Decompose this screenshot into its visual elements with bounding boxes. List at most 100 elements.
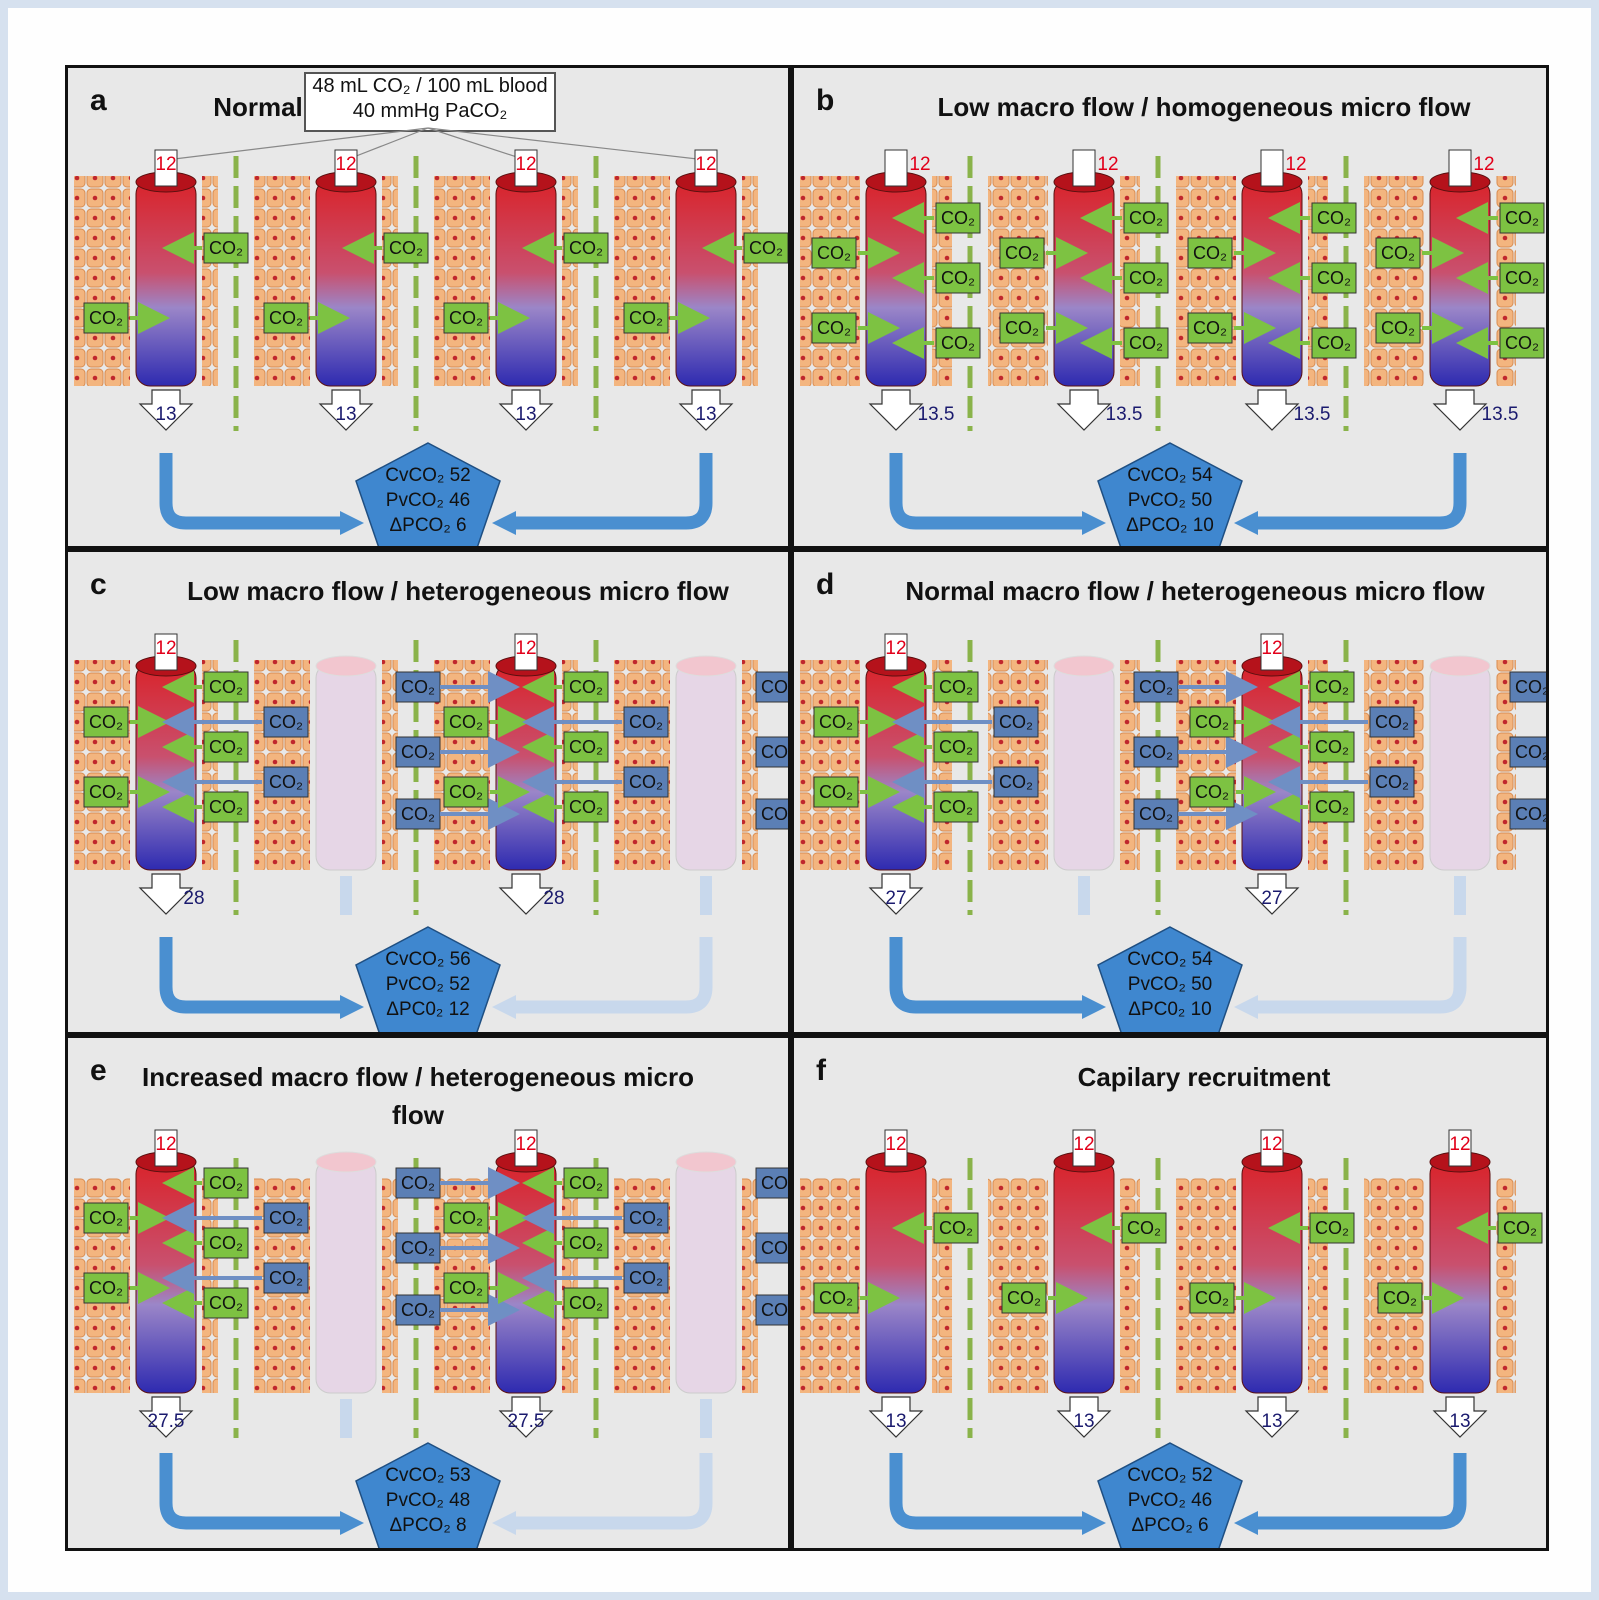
co2-text: CO₂	[269, 772, 303, 792]
panel-letter: a	[90, 84, 107, 117]
co2-box	[623, 1202, 669, 1234]
co2-label-green: CO₂	[1187, 312, 1233, 344]
outflow-arrow	[1432, 1396, 1488, 1438]
pentagon-value: CvCO₂ 53	[385, 1465, 471, 1486]
co2-box	[1497, 1212, 1543, 1244]
co2-box	[395, 798, 441, 830]
inflow-arrow	[514, 633, 538, 671]
co2-label-green: CO₂	[563, 1287, 609, 1319]
inflow-value: 12	[155, 1134, 176, 1155]
inflow-arrow	[884, 149, 908, 187]
co2-text: CO₂	[1317, 333, 1351, 353]
co2-text: CO₂	[89, 712, 123, 732]
co2-box	[811, 237, 857, 269]
vessel-body-faded	[675, 663, 737, 871]
mixed-venous-pentagon	[355, 1442, 501, 1548]
panel-diagram: 1213121312131213CO₂CO₂CO₂CO₂CO₂CO₂CO₂CO₂…	[74, 127, 788, 546]
inflow-arrow	[1260, 149, 1284, 187]
co2-label-blue: CO₂	[1509, 798, 1546, 830]
venous-return-right	[1250, 937, 1467, 1014]
outflow-value: 27	[885, 888, 906, 909]
co2-box	[1123, 202, 1169, 234]
co2-box	[933, 731, 979, 763]
co2-box	[443, 1272, 489, 1304]
co2-text: CO₂	[1195, 1288, 1229, 1308]
panel-letter: c	[90, 568, 107, 601]
co2-text: CO₂	[1505, 268, 1539, 288]
outflow-value: 13	[885, 1411, 906, 1432]
tissue-cells	[742, 660, 758, 870]
co2-label-blue: CO₂	[993, 766, 1039, 798]
co2-label-green: CO₂	[83, 776, 129, 808]
tissue-cells	[614, 660, 670, 870]
outflow-arrow	[138, 389, 194, 431]
co2-box	[83, 302, 129, 334]
co2-box	[563, 1227, 609, 1259]
venous-return-left-head	[1082, 511, 1106, 535]
co2-text: CO₂	[1317, 268, 1351, 288]
co2-label-green: CO₂	[203, 671, 249, 703]
co2-label-green: CO₂	[203, 1287, 249, 1319]
co2-label-green: CO₂	[563, 791, 609, 823]
co2-text: CO₂	[209, 797, 243, 817]
co2-label-green: CO₂	[1309, 731, 1355, 763]
co2-text: CO₂	[999, 772, 1033, 792]
pentagon-value: ΔPCO₂ 10	[1126, 515, 1214, 536]
co2-label-green: CO₂	[203, 731, 249, 763]
co2-box	[1309, 1212, 1355, 1244]
tissue-cells	[1120, 1178, 1140, 1393]
vessel-body	[865, 663, 927, 871]
pentagon-value: CvCO₂ 52	[1127, 1465, 1213, 1486]
panel-diagram: 12271227CO₂CO₂CO₂CO₂CO₂CO₂CO₂CO₂CO₂CO₂CO…	[800, 633, 1546, 1032]
co2-text: CO₂	[939, 677, 973, 697]
co2-label-green: CO₂	[263, 302, 309, 334]
co2-label-green: CO₂	[203, 1227, 249, 1259]
venous-return-right	[508, 1453, 713, 1530]
pentagon-value: PvCO₂ 48	[386, 1490, 470, 1511]
co2-text: CO₂	[1195, 712, 1229, 732]
co2-text: CO₂	[629, 712, 663, 732]
inflow-arrow	[1072, 1129, 1096, 1167]
pentagon-value: PvCO₂ 46	[386, 490, 470, 511]
co2-box	[1187, 312, 1233, 344]
vessel-rim-faded	[1053, 655, 1115, 677]
co2-text: CO₂	[941, 333, 975, 353]
co2-box	[1133, 798, 1179, 830]
outflow-value: 13.5	[1482, 404, 1519, 425]
tissue-cells	[742, 176, 758, 386]
pentagon-value: CvCO₂ 52	[385, 465, 471, 486]
reference-connector	[165, 127, 429, 161]
outflow-arrow	[868, 1396, 924, 1438]
co2-box	[203, 731, 249, 763]
panel-letter: b	[816, 84, 835, 117]
reference-connector	[427, 127, 527, 161]
outflow-value: 28	[543, 888, 564, 909]
co2-text: CO₂	[1375, 772, 1409, 792]
venous-return-left-head	[1082, 995, 1106, 1019]
tissue-cells	[562, 176, 578, 386]
co2-text: CO₂	[939, 797, 973, 817]
co2-label-green: CO₂	[743, 232, 788, 264]
pentagon-value: PvCO₂ 46	[1128, 1490, 1212, 1511]
vessel-body-faded	[1053, 663, 1115, 871]
co2-text: CO₂	[761, 1173, 788, 1193]
co2-label-green: CO₂	[1311, 202, 1357, 234]
co2-text: CO₂	[1315, 1218, 1349, 1238]
inflow-value: 12	[1073, 1134, 1094, 1155]
co2-box	[395, 1167, 441, 1199]
co2-box	[563, 791, 609, 823]
inflow-arrow	[1448, 149, 1472, 187]
outflow-value: 13.5	[1294, 404, 1331, 425]
co2-box	[623, 706, 669, 738]
outflow-value: 13	[155, 404, 176, 425]
co2-text: CO₂	[1503, 1218, 1537, 1238]
outflow-arrow	[318, 389, 374, 431]
venous-return-right	[508, 453, 713, 530]
inflow-value: 12	[1473, 154, 1494, 175]
